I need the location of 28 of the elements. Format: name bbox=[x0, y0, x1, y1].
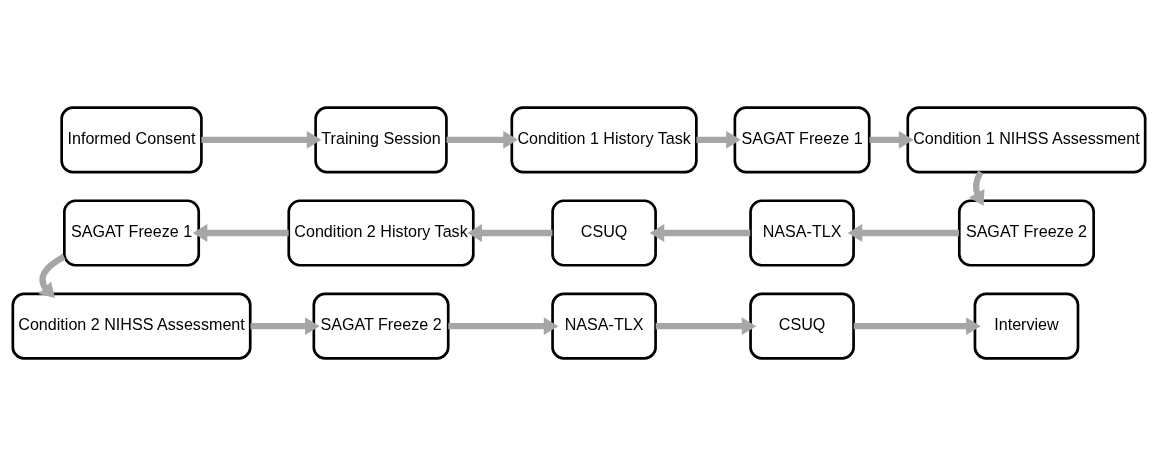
arrow bbox=[649, 223, 751, 242]
node-box: Condition 2 NIHSS Assessment bbox=[11, 292, 252, 360]
arrow bbox=[968, 170, 985, 206]
node-box: Training Session bbox=[314, 105, 448, 173]
node-box: Interview bbox=[973, 292, 1080, 360]
arrow bbox=[446, 130, 518, 149]
arrow bbox=[192, 223, 289, 242]
node-box: NASA-TLX bbox=[551, 292, 657, 360]
node-box: NASA-TLX bbox=[749, 198, 855, 267]
node-box: CSUQ bbox=[749, 292, 855, 360]
arrow bbox=[853, 316, 981, 335]
node-box: CSUQ bbox=[551, 198, 657, 267]
arrow bbox=[448, 316, 559, 335]
node-box: SAGAT Freeze 1 bbox=[63, 198, 201, 267]
node-box: SAGAT Freeze 2 bbox=[312, 292, 450, 360]
node-box: Condition 1 History Task bbox=[510, 105, 698, 173]
arrow bbox=[38, 253, 66, 298]
arrow bbox=[696, 130, 741, 149]
arrow bbox=[250, 316, 320, 335]
arrow bbox=[655, 316, 757, 335]
arrow bbox=[201, 130, 322, 149]
node-box: Informed Consent bbox=[60, 105, 203, 173]
node-box: Condition 2 History Task bbox=[287, 198, 475, 267]
node-box: SAGAT Freeze 2 bbox=[957, 198, 1095, 267]
arrow bbox=[467, 223, 553, 242]
node-box: Condition 1 NIHSS Assessment bbox=[906, 105, 1147, 173]
arrow bbox=[869, 130, 914, 149]
node-box: SAGAT Freeze 1 bbox=[733, 105, 871, 173]
